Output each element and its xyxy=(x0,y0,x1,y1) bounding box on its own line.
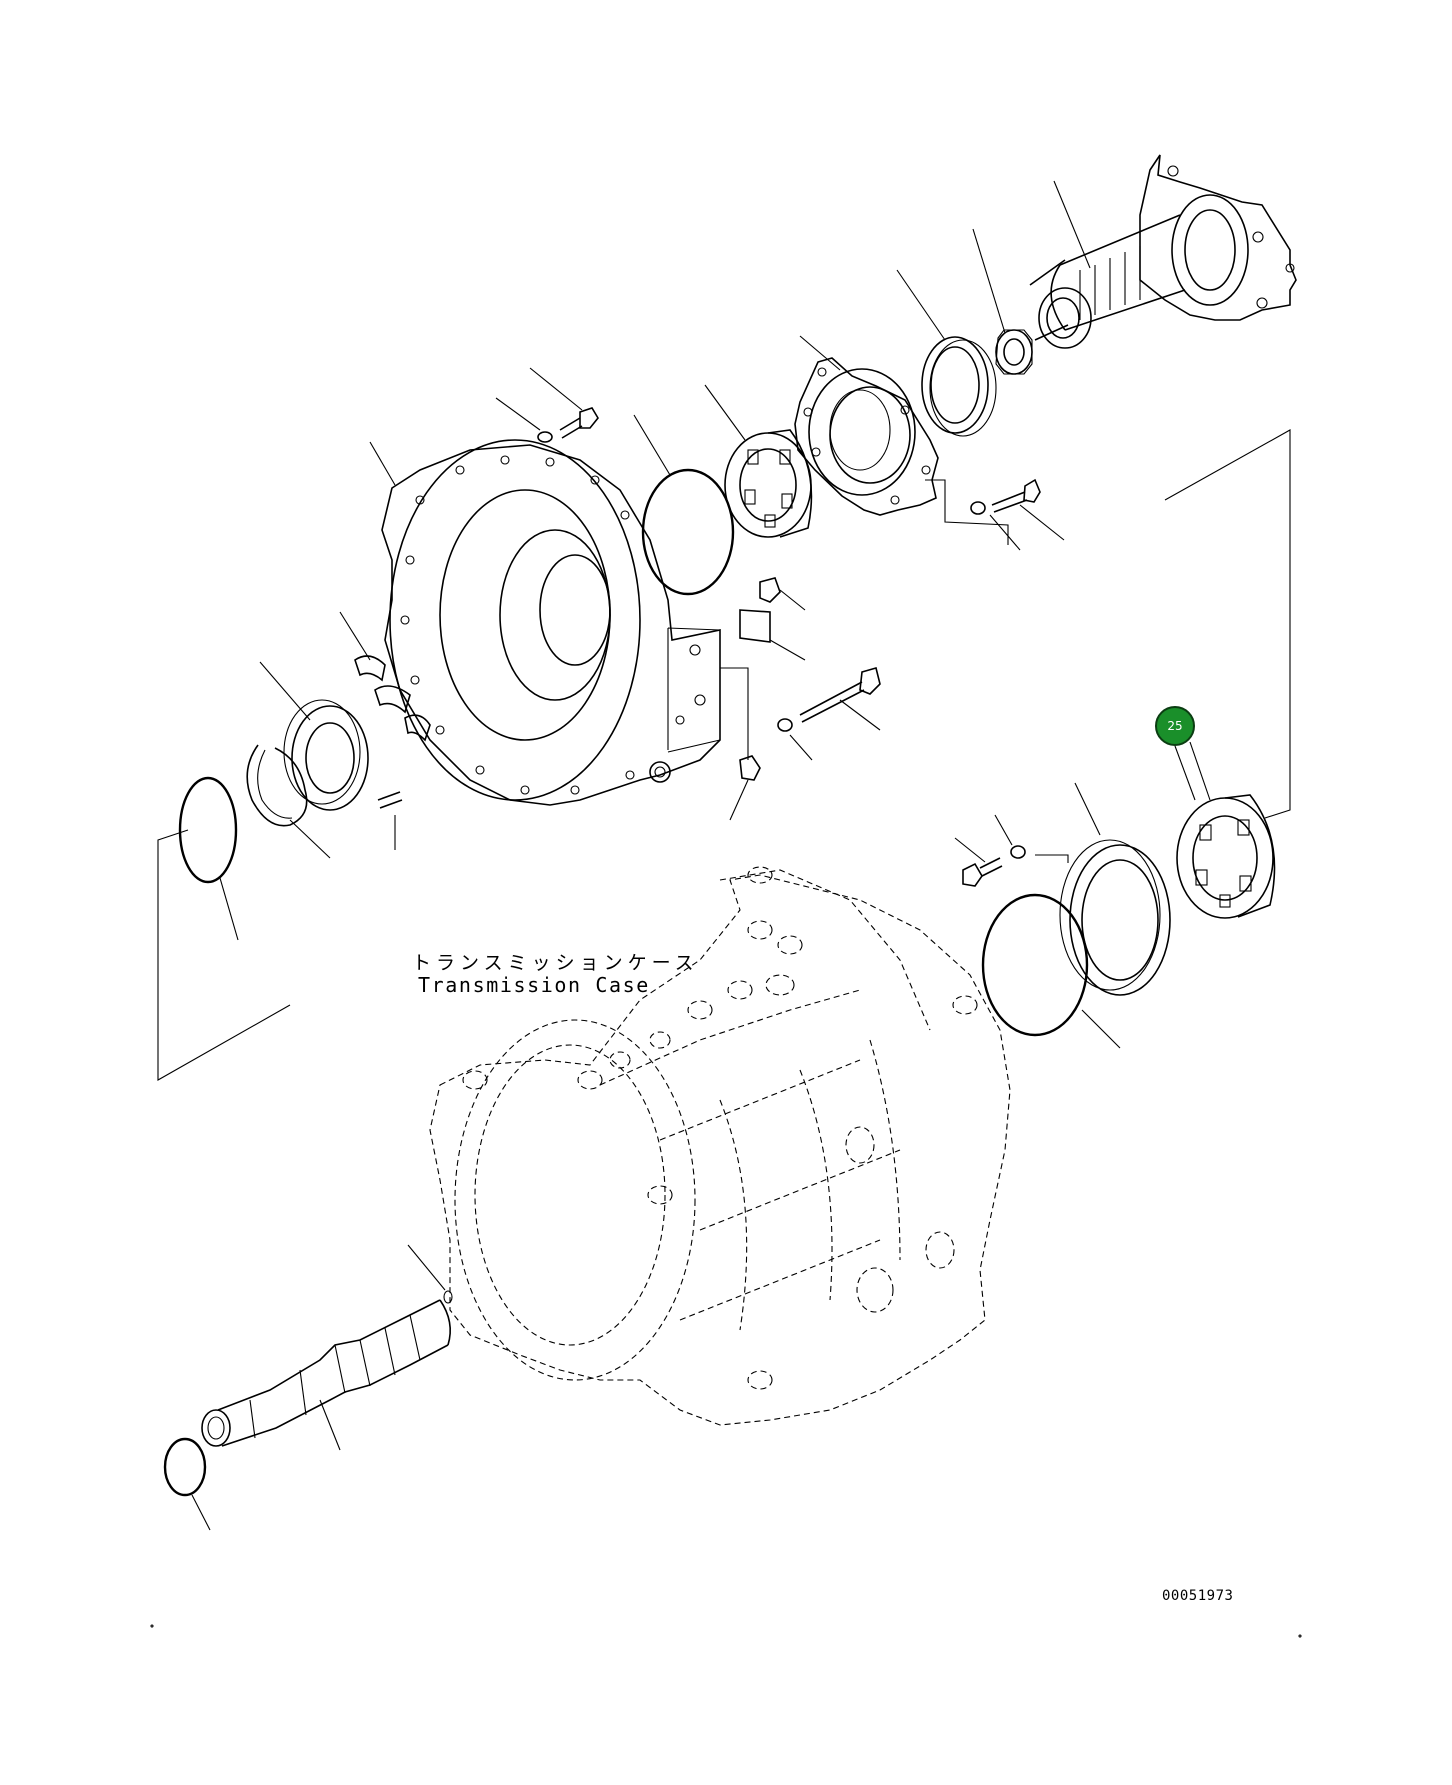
callout-25-marker[interactable]: 25 xyxy=(1155,706,1195,746)
transmission-case xyxy=(429,866,1011,1426)
o-ring-upper xyxy=(633,414,735,596)
name-plate xyxy=(739,577,806,661)
bolt-washer-right xyxy=(925,478,1065,551)
bolt-washer-lower xyxy=(954,814,1069,887)
shims xyxy=(339,611,431,742)
long-bolt xyxy=(720,667,881,761)
input-shaft xyxy=(201,1244,453,1451)
snap-ring-shaft xyxy=(163,1437,211,1531)
dowel-pin xyxy=(377,791,403,850)
oil-seal-lower xyxy=(1059,782,1171,996)
corner-mark-right xyxy=(1298,1634,1302,1638)
output-flange-shaft xyxy=(1029,154,1297,349)
retainer-housing xyxy=(369,439,721,806)
transmission-case-label-en: Transmission Case xyxy=(418,973,650,997)
corner-mark-left xyxy=(150,1624,154,1628)
seal-bearing-left xyxy=(259,661,369,811)
snap-ring xyxy=(246,744,331,859)
lock-nut xyxy=(972,228,1033,375)
roller-bearing-upper xyxy=(704,384,813,538)
bearing-cage xyxy=(794,335,939,516)
figure-number: 00051973 xyxy=(1162,1588,1234,1604)
retaining-ring xyxy=(157,776,291,1081)
o-ring-lower xyxy=(981,893,1121,1049)
roller-bearing-lower xyxy=(1164,429,1291,919)
spacer-ring xyxy=(896,269,997,437)
transmission-case-label-jp: トランスミッションケース xyxy=(412,952,699,974)
hex-nut xyxy=(729,755,761,821)
callout-leader xyxy=(1174,745,1196,801)
bolt-washer-upper xyxy=(495,367,599,443)
